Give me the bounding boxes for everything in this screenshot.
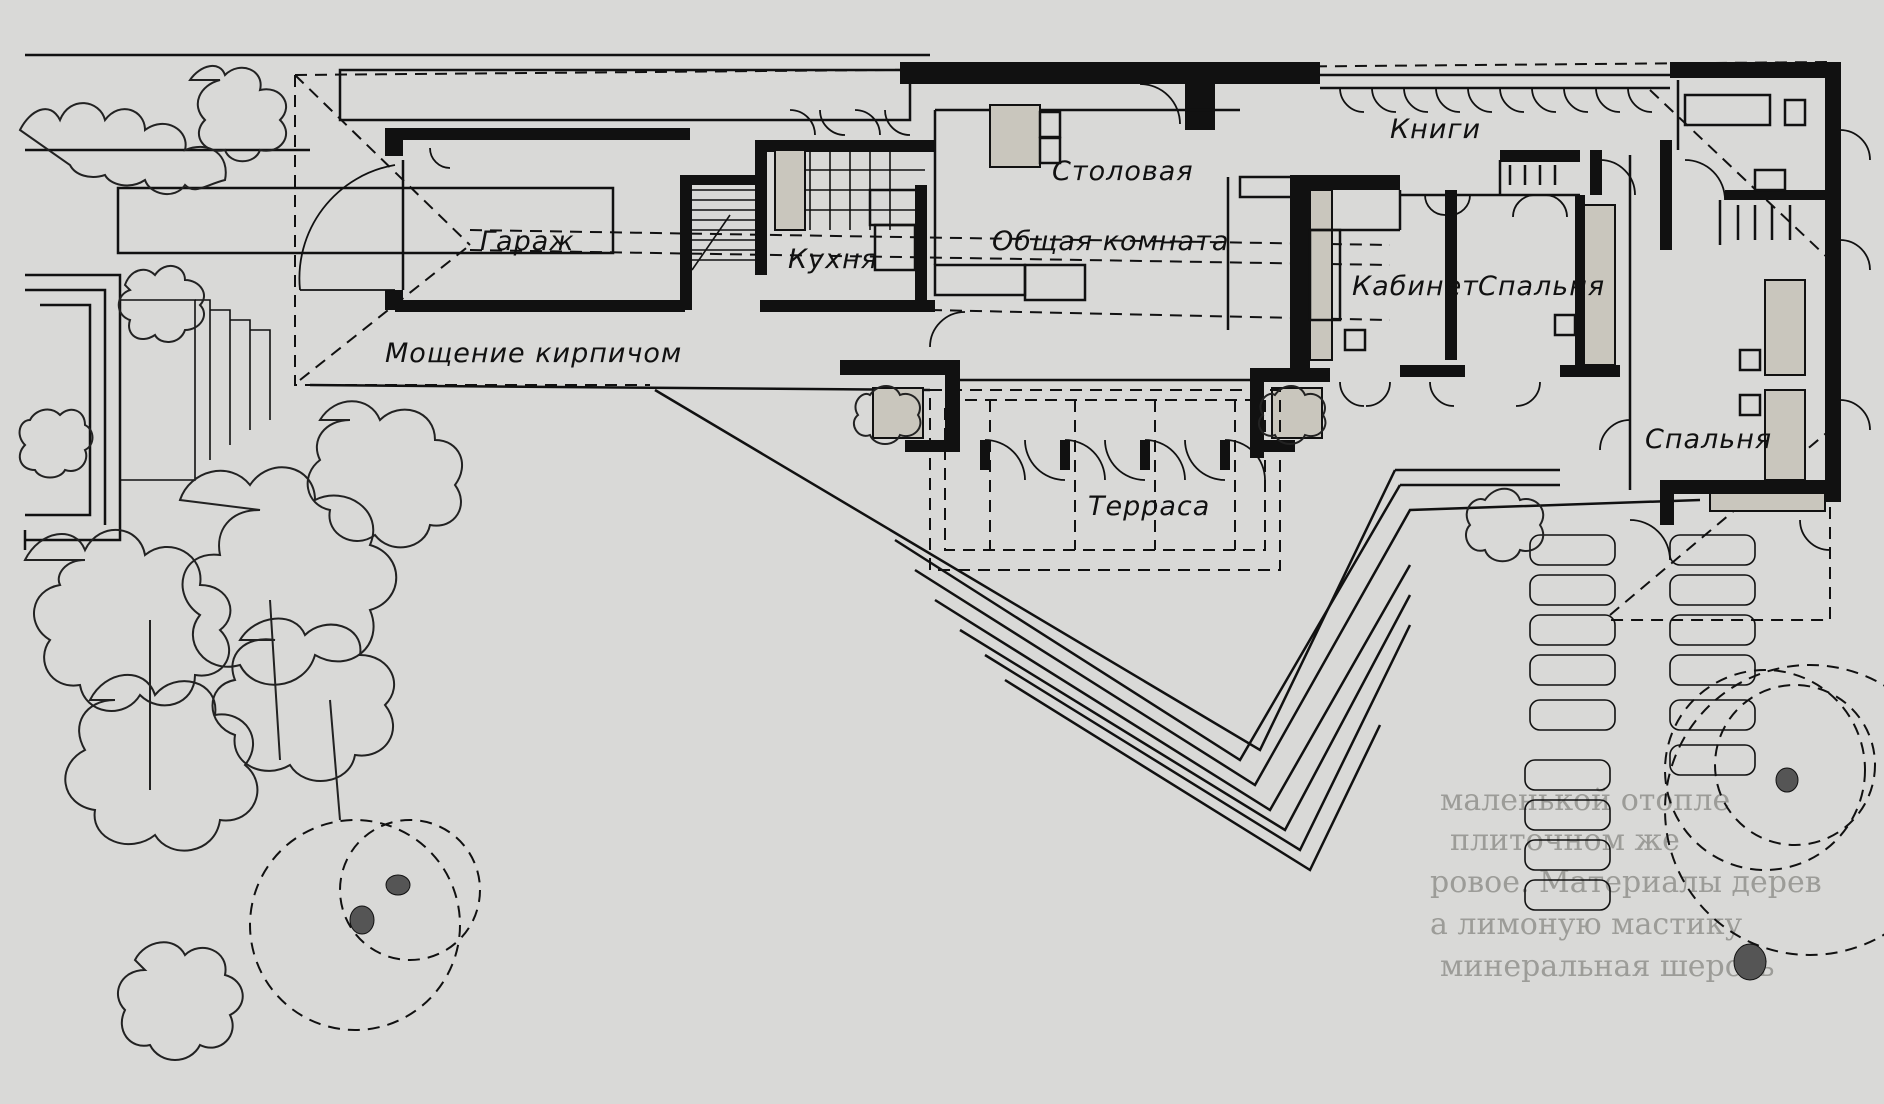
kitchen: Кухня bbox=[690, 109, 935, 312]
trunk-2 bbox=[385, 874, 411, 896]
site-walls bbox=[23, 53, 931, 550]
bleed-line-3: ровое. Материалы дерев bbox=[1430, 865, 1822, 900]
label-living: Общая комната bbox=[992, 226, 1229, 257]
label-books: Книги bbox=[1390, 114, 1481, 145]
trunk-1 bbox=[349, 905, 375, 935]
foliage bbox=[18, 65, 1545, 1061]
bleed-line-5: минеральная шерсть bbox=[1440, 949, 1774, 984]
label-garage: Гараж bbox=[480, 226, 575, 257]
stair bbox=[691, 189, 755, 271]
trunk-4 bbox=[1733, 943, 1767, 981]
bleed-line-4: а лимоную мастику bbox=[1430, 907, 1743, 942]
label-paving: Мощение кирпичом bbox=[385, 338, 682, 369]
label-study: Кабинет bbox=[1352, 271, 1479, 302]
label-bedroom-2: Спальня bbox=[1645, 424, 1772, 455]
trunk-3 bbox=[1775, 767, 1799, 793]
label-kitchen: Кухня bbox=[788, 244, 878, 275]
tree-canopies bbox=[249, 664, 1884, 1031]
bath bbox=[1670, 62, 1871, 502]
study-bedroom: Кабинет Спальня bbox=[1290, 150, 1620, 377]
garage: Гараж bbox=[298, 128, 692, 312]
steps bbox=[654, 388, 1701, 872]
terrace-doors bbox=[872, 368, 1541, 481]
books-wall: Книги bbox=[1320, 73, 1670, 145]
bedroom-2: Спальня bbox=[1599, 140, 1831, 561]
label-bedroom-1: Спальня bbox=[1478, 271, 1605, 302]
terrace: Терраса bbox=[929, 389, 1281, 571]
stepping-stones bbox=[1524, 534, 1756, 911]
label-dining: Столовая bbox=[1052, 156, 1194, 187]
label-terrace: Терраса bbox=[1088, 491, 1210, 522]
